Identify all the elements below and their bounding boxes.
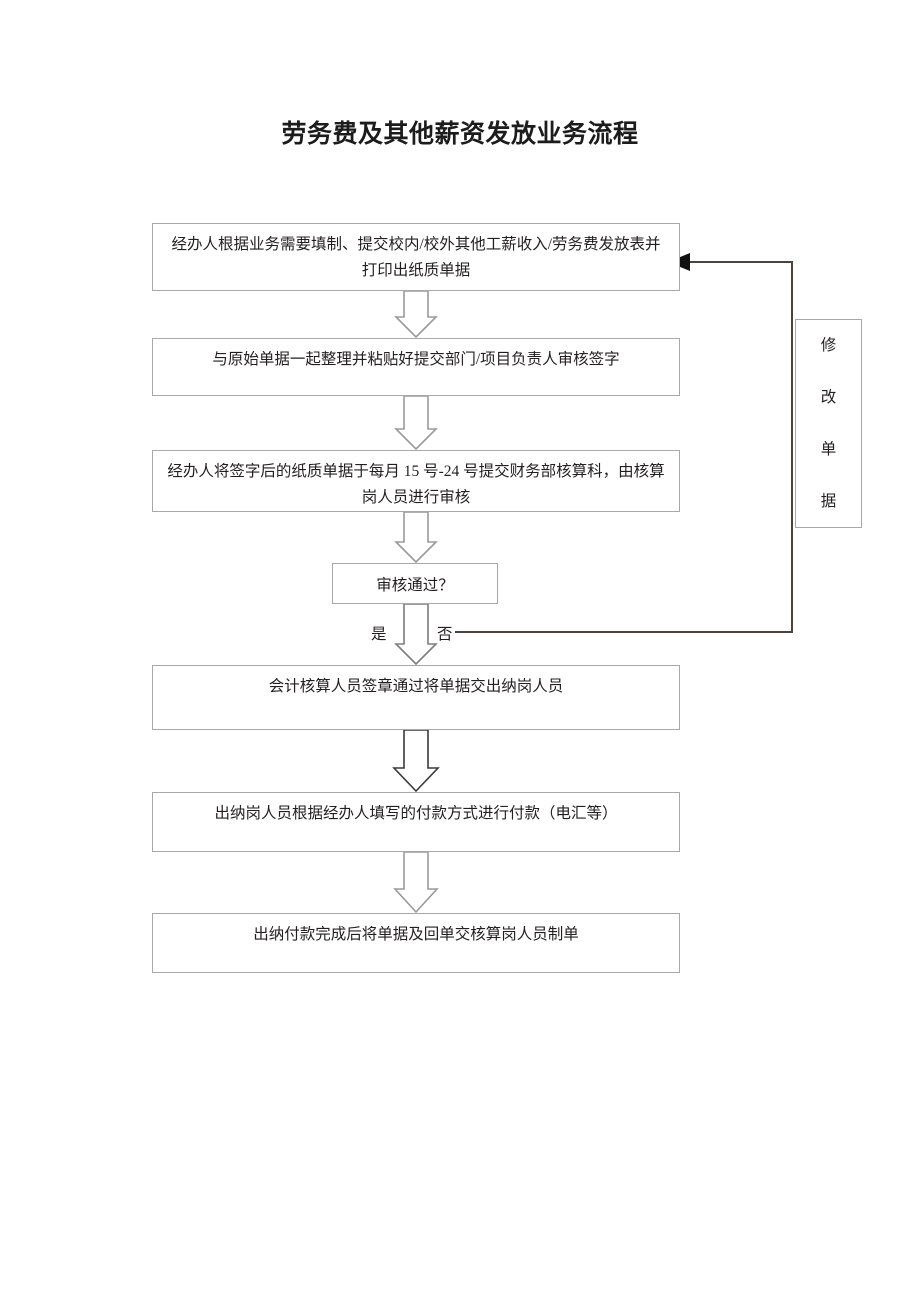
flow-node-step3-label: 经办人将签字后的纸质单据于每月 15 号-24 号提交财务部核算科，由核算岗人员… xyxy=(167,463,665,506)
flow-node-decision-label: 审核通过？ xyxy=(376,577,454,594)
page-title: 劳务费及其他薪资发放业务流程 xyxy=(281,121,639,148)
flow-node-step4[interactable]: 会计核算人员签章通过将单据交出纳岗人员 xyxy=(152,665,680,730)
flow-node-modify-document[interactable]: 修 改 单 据 xyxy=(795,319,862,528)
modify-char-3: 单 xyxy=(820,441,837,458)
modify-char-2: 改 xyxy=(820,389,837,406)
flow-node-step1-label: 经办人根据业务需要填制、提交校内/校外其他工薪收入/劳务费发放表并打印出纸质单据 xyxy=(171,236,661,279)
feedback-connector xyxy=(455,253,793,633)
flow-node-step2[interactable]: 与原始单据一起整理并粘贴好提交部门/项目负责人审核签字 xyxy=(152,338,680,396)
arrow-decision-yes-step4 xyxy=(394,603,438,666)
branch-label-yes: 是 xyxy=(371,626,387,643)
arrow-step4-step5 xyxy=(392,729,440,793)
arrow-step2-step3 xyxy=(394,395,438,451)
flow-node-step5-label: 出纳岗人员根据经办人填写的付款方式进行付款（电汇等） xyxy=(214,805,618,822)
flow-node-step1[interactable]: 经办人根据业务需要填制、提交校内/校外其他工薪收入/劳务费发放表并打印出纸质单据 xyxy=(152,223,680,291)
flow-node-step2-label: 与原始单据一起整理并粘贴好提交部门/项目负责人审核签字 xyxy=(212,351,620,368)
arrow-step5-step6 xyxy=(393,851,439,914)
flow-node-decision[interactable]: 审核通过？ xyxy=(332,563,498,604)
flow-node-step5[interactable]: 出纳岗人员根据经办人填写的付款方式进行付款（电汇等） xyxy=(152,792,680,852)
branch-label-no: 否 xyxy=(437,626,453,643)
modify-char-4: 据 xyxy=(820,493,837,510)
arrow-step1-step2 xyxy=(394,290,438,339)
flow-node-step6-label: 出纳付款完成后将单据及回单交核算岗人员制单 xyxy=(253,926,579,943)
flow-node-step3[interactable]: 经办人将签字后的纸质单据于每月 15 号-24 号提交财务部核算科，由核算岗人员… xyxy=(152,450,680,512)
flow-node-modify-document-label: 修 改 单 据 xyxy=(796,333,861,511)
flow-node-step6[interactable]: 出纳付款完成后将单据及回单交核算岗人员制单 xyxy=(152,913,680,973)
flow-node-step4-label: 会计核算人员签章通过将单据交出纳岗人员 xyxy=(268,678,564,695)
arrow-step3-decision xyxy=(394,511,438,564)
modify-char-1: 修 xyxy=(820,337,837,354)
